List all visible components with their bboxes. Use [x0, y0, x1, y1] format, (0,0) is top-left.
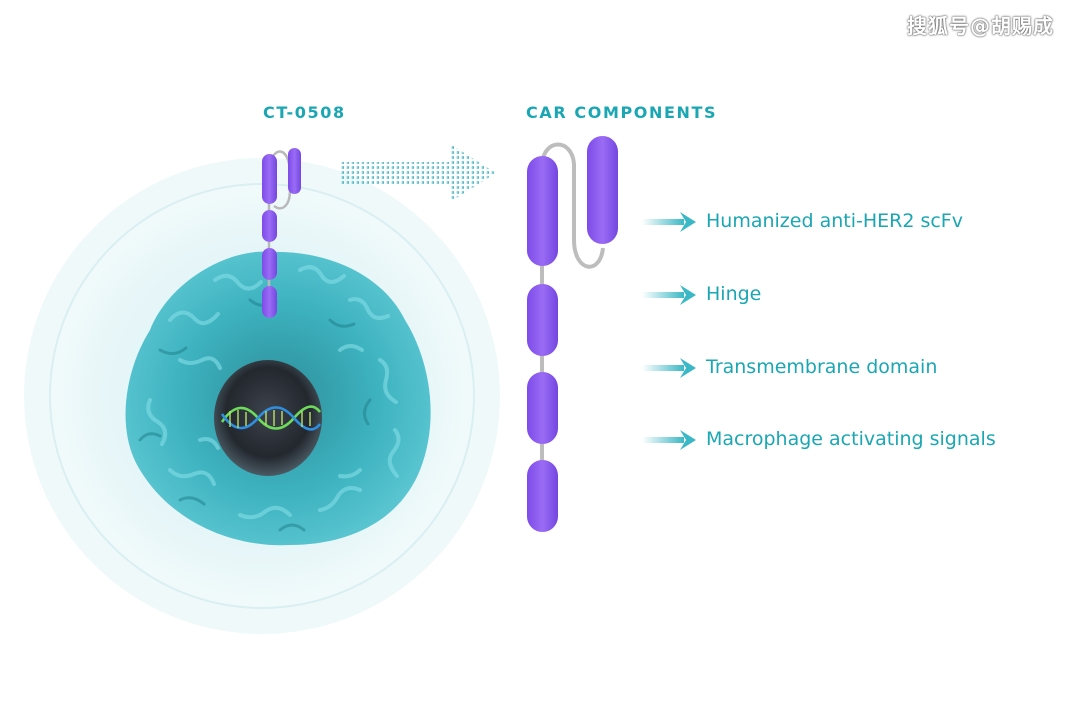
car-construct-small — [262, 148, 301, 318]
small-hinge — [262, 210, 277, 242]
hinge-segment — [527, 284, 558, 356]
nucleus — [214, 360, 322, 476]
label-arrows — [642, 212, 696, 450]
dna-helix-icon — [220, 405, 322, 431]
small-signal — [262, 286, 277, 318]
small-transmembrane — [262, 248, 277, 280]
arrow-right-icon — [642, 430, 696, 450]
small-scfv-light — [262, 154, 277, 204]
label-hinge: Hinge — [706, 283, 762, 305]
scfv-heavy-segment — [587, 136, 618, 244]
transmembrane-segment — [527, 372, 558, 444]
label-activating-signals: Macrophage activating signals — [706, 428, 996, 450]
arrow-right-icon — [340, 140, 500, 206]
arrow-right-icon — [642, 285, 696, 305]
arrow-right-icon — [642, 212, 696, 232]
product-title: CT-0508 — [263, 103, 346, 122]
car-construct-large — [527, 136, 618, 532]
watermark: 搜狐号@胡赐成 — [907, 14, 1054, 38]
components-title: CAR COMPONENTS — [526, 103, 718, 122]
scfv-light-segment — [527, 156, 558, 266]
label-scfv: Humanized anti-HER2 scFv — [706, 210, 963, 232]
small-scfv-heavy — [288, 148, 301, 194]
label-transmembrane: Transmembrane domain — [706, 356, 938, 378]
arrow-right-icon — [642, 358, 696, 378]
signal-segment — [527, 460, 558, 532]
